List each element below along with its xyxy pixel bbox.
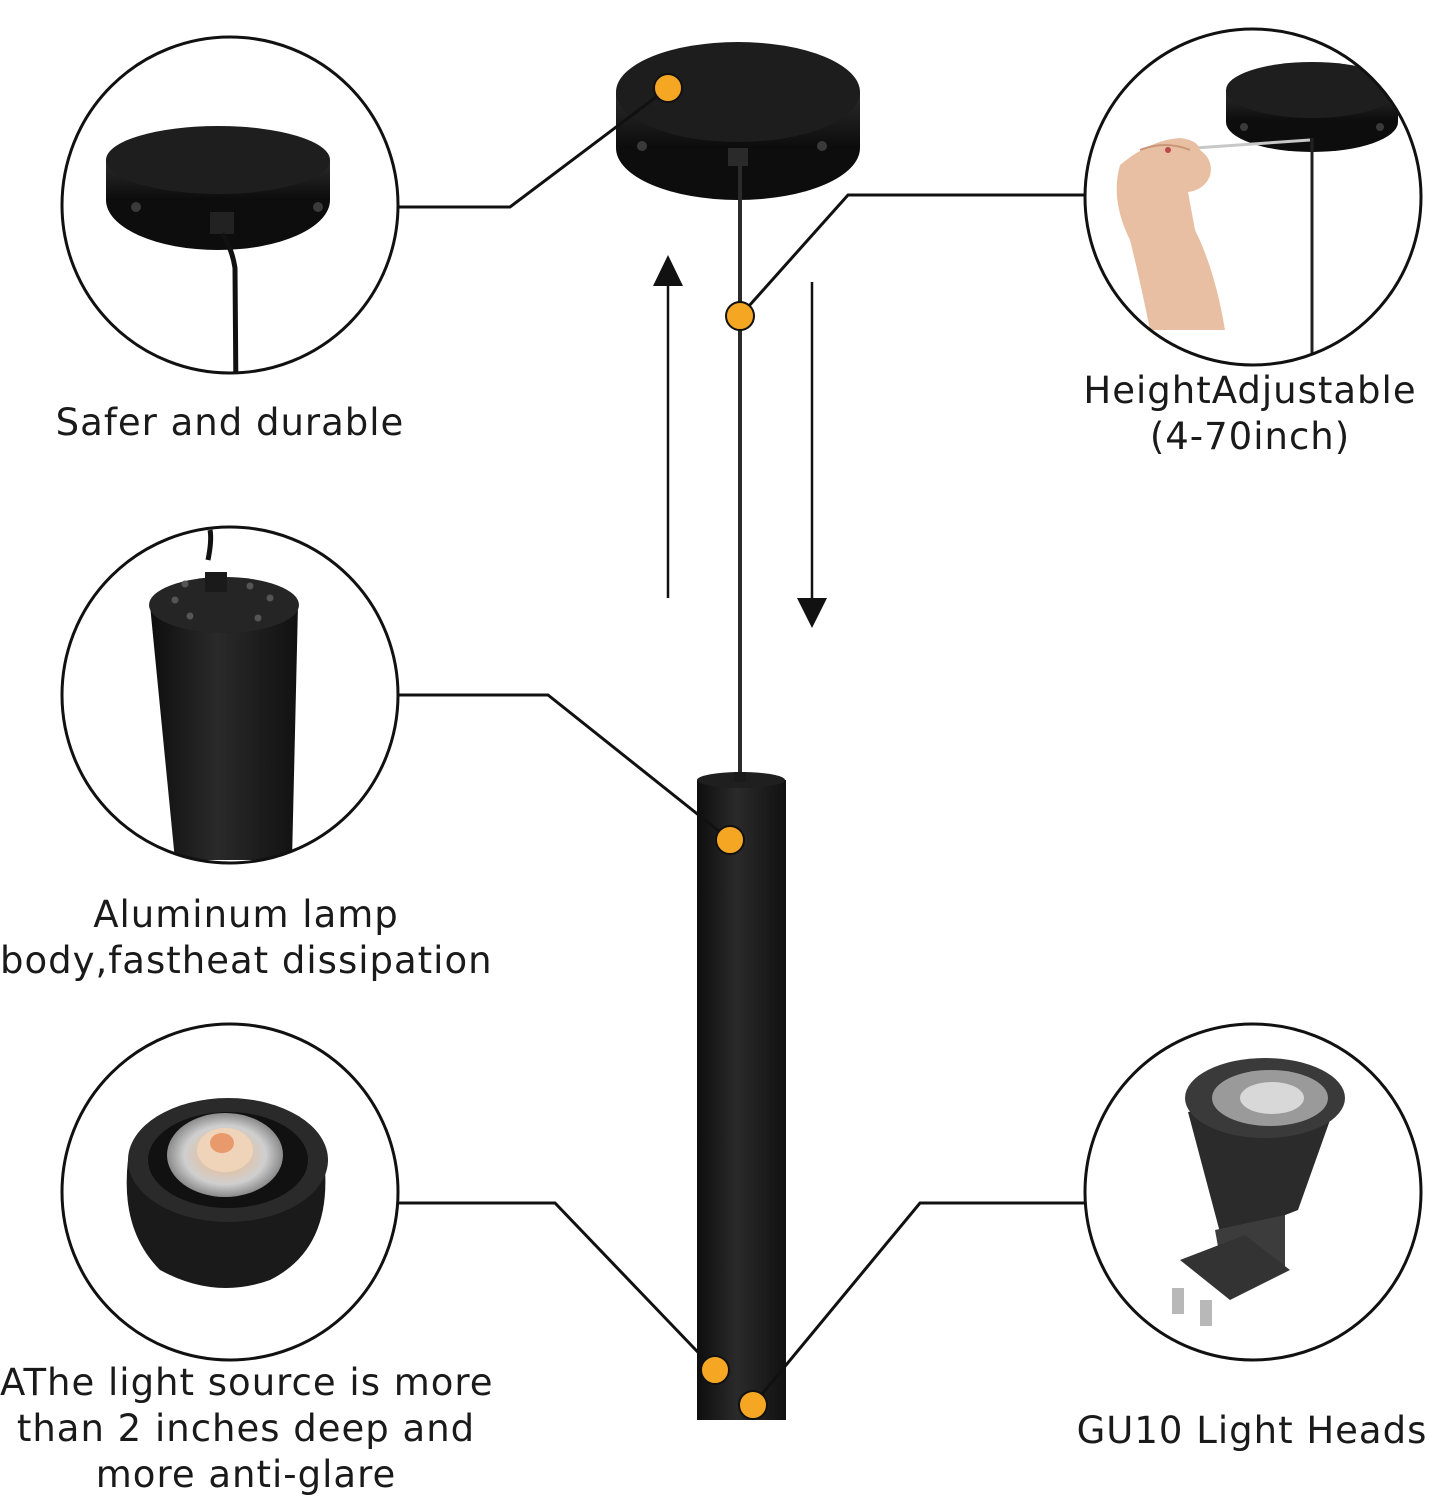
marker-canopy <box>653 73 683 103</box>
light-source-closeup <box>60 1022 400 1362</box>
canopy-closeup <box>60 35 400 375</box>
marker-source <box>700 1355 730 1385</box>
caption-bulb-text: GU10 Light Heads <box>1076 1409 1428 1452</box>
caption-canopy: Safer and durable <box>30 400 430 446</box>
caption-body-line2: body,fastheat dissipation <box>0 939 493 982</box>
feature-markers <box>653 73 768 1420</box>
marker-bulb <box>738 1390 768 1420</box>
caption-height-line1: HeightAdjustable <box>1083 369 1417 412</box>
marker-body <box>715 825 745 855</box>
caption-height-line2: (4-70inch) <box>1149 415 1351 458</box>
gu10-bulb-closeup <box>1083 1022 1423 1362</box>
marker-cable <box>725 301 755 331</box>
caption-source-line3: more anti-glare <box>95 1453 397 1496</box>
lamp-tube <box>697 772 786 1420</box>
caption-body-line1: Aluminum lamp <box>93 893 399 936</box>
up-arrow-icon <box>653 255 683 598</box>
caption-source-line1: AThe light source is more <box>0 1361 494 1404</box>
lamp-body-closeup <box>60 525 400 865</box>
caption-source-line2: than 2 inches deep and <box>16 1407 476 1450</box>
caption-source: AThe light source is more than 2 inches … <box>0 1360 494 1498</box>
caption-body: Aluminum lamp body,fastheat dissipation <box>0 892 492 984</box>
ceiling-canopy <box>616 42 860 200</box>
caption-height: HeightAdjustable (4-70inch) <box>1070 368 1429 460</box>
cable-gripper-closeup <box>1083 27 1423 367</box>
caption-bulb: GU10 Light Heads <box>1075 1408 1429 1454</box>
down-arrow-icon <box>797 282 827 628</box>
caption-canopy-text: Safer and durable <box>55 401 405 444</box>
callout-lines <box>398 86 1088 1406</box>
